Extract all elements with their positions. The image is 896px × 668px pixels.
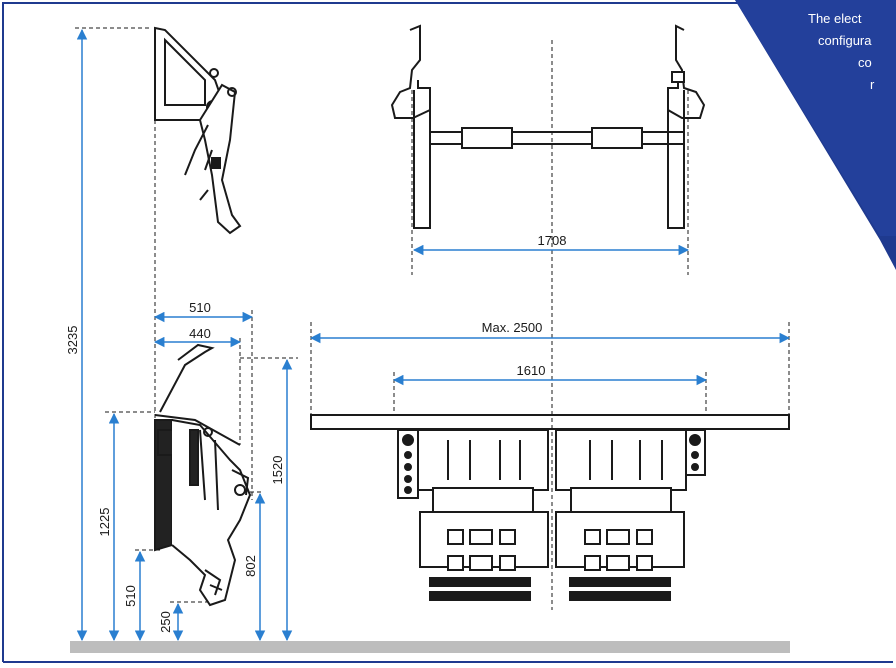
rear-view-machine	[310, 414, 790, 601]
dim-label-side-inner-width: 440	[189, 326, 211, 341]
dim-label-side-outer-width: 510	[189, 300, 211, 315]
callout-line-3: configura	[818, 33, 872, 48]
frame-border	[2, 2, 742, 662]
callout-line-1: The elect	[808, 11, 862, 26]
dim-label-height-802: 802	[243, 555, 258, 577]
dim-label-track-width: 1708	[538, 233, 567, 248]
dim-label-inner-width: 1610	[517, 363, 546, 378]
rear-view-frame	[390, 24, 706, 229]
side-view-raised	[154, 26, 242, 235]
dim-label-height-1225: 1225	[97, 508, 112, 537]
info-callout: The elect configura co r	[770, 8, 896, 96]
dim-label-height-1520: 1520	[270, 456, 285, 485]
dimension-arrows	[76, 28, 791, 642]
dim-label-max-width: Max. 2500	[482, 320, 543, 335]
ground-line	[70, 641, 790, 653]
dim-label-height-510: 510	[123, 585, 138, 607]
side-view-lowered	[154, 343, 252, 607]
dim-label-height-250: 250	[158, 611, 173, 633]
callout-line-4: co	[858, 55, 872, 70]
dim-label-total-height: 3235	[65, 326, 80, 355]
callout-line-5: r	[870, 77, 875, 92]
